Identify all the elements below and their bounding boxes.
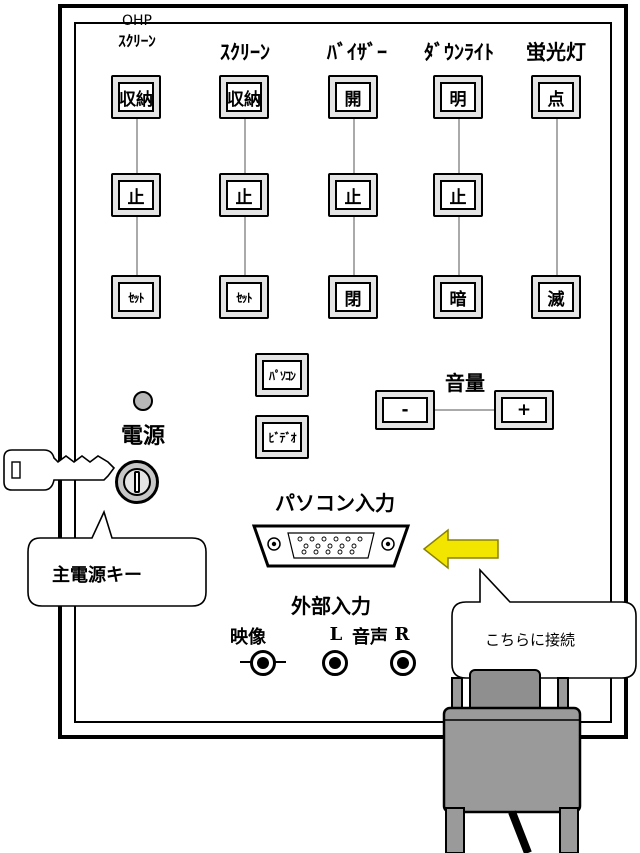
volume-label: 音量 [445, 371, 485, 395]
screen-set-button[interactable]: ｾｯﾄ [219, 275, 269, 319]
visor-close-button[interactable]: 閉 [328, 275, 378, 319]
screen-store-button[interactable]: 収納 [219, 75, 269, 119]
external-input-label: 外部入力 [291, 594, 371, 618]
ohp-screen-stop-button[interactable]: 止 [111, 173, 161, 217]
main-power-keyswitch[interactable] [115, 460, 159, 504]
volume-down-button[interactable]: - [375, 390, 435, 430]
fluorescent-on-button[interactable]: 点 [531, 75, 581, 119]
column-5-line [556, 110, 558, 285]
audio-right-jack-center [397, 657, 409, 669]
visor-header: ﾊﾞｲｻﾞｰ [327, 40, 387, 64]
pc-input-label: パソコン入力 [275, 491, 395, 515]
visor-stop-button[interactable]: 止 [328, 173, 378, 217]
volume-connector-line [434, 409, 496, 411]
ohp-header-line2: ｽｸﾘｰﾝ [118, 32, 156, 50]
power-indicator-lamp [133, 391, 153, 411]
audio-input-label: 音声 [352, 627, 388, 648]
ohp-screen-store-button[interactable]: 収納 [111, 75, 161, 119]
downlight-header: ﾀﾞｳﾝﾗｲﾄ [424, 40, 494, 64]
vga-input-port[interactable] [246, 520, 416, 572]
screen-header: ｽｸﾘｰﾝ [220, 40, 270, 64]
audio-left-label: L [329, 624, 343, 645]
keyswitch-slot [134, 471, 140, 493]
fluorescent-header: 蛍光灯 [526, 40, 586, 64]
downlight-stop-button[interactable]: 止 [433, 173, 483, 217]
volume-up-button[interactable]: + [494, 390, 554, 430]
visor-open-button[interactable]: 開 [328, 75, 378, 119]
fluorescent-off-button[interactable]: 滅 [531, 275, 581, 319]
connect-here-callout-text: こちらに接続 [485, 631, 576, 649]
video-jack-center [257, 657, 269, 669]
ohp-screen-set-button[interactable]: ｾｯﾄ [111, 275, 161, 319]
pc-source-button[interactable]: ﾊﾟｿｺﾝ [255, 353, 309, 397]
audio-right-label: R [394, 624, 410, 645]
main-key-callout-text: 主電源キー [52, 565, 142, 586]
key-illustration [3, 449, 116, 491]
audio-left-jack-center [329, 657, 341, 669]
connect-arrow-icon [422, 528, 499, 570]
video-source-button[interactable]: ﾋﾞﾃﾞｵ [255, 415, 309, 459]
control-panel-inner-border [74, 22, 612, 723]
power-label: 電源 [120, 424, 165, 449]
screen-stop-button[interactable]: 止 [219, 173, 269, 217]
ohp-header-line1: OHP [122, 13, 152, 29]
downlight-bright-button[interactable]: 明 [433, 75, 483, 119]
video-input-label: 映像 [230, 627, 266, 648]
downlight-dim-button[interactable]: 暗 [433, 275, 483, 319]
vga-cable-plug [442, 669, 582, 853]
